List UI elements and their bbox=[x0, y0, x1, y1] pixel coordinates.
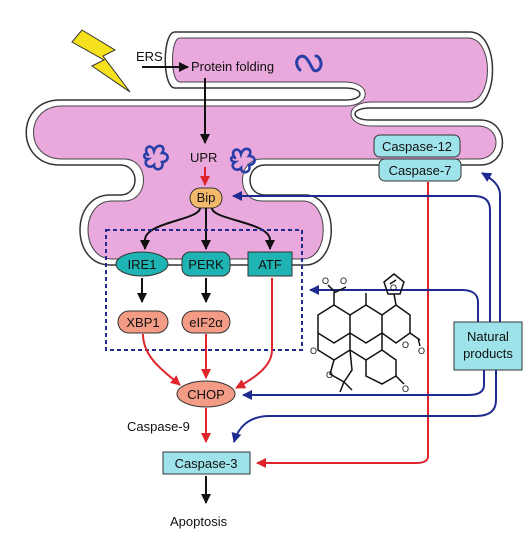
bip-to-atf-arrow bbox=[211, 207, 275, 250]
caspase7-to-caspase3-arrow bbox=[256, 182, 429, 468]
svg-text:O: O bbox=[418, 346, 425, 356]
protein-folding-label: Protein folding bbox=[191, 59, 274, 74]
perk-label: PERK bbox=[188, 257, 224, 272]
np-to-caspase7-arrow bbox=[481, 172, 501, 322]
svg-text:O: O bbox=[402, 340, 409, 350]
svg-text:O: O bbox=[340, 276, 347, 286]
bip-to-ire1-arrow bbox=[140, 207, 201, 250]
svg-text:O: O bbox=[326, 370, 333, 380]
svg-text:O: O bbox=[402, 384, 409, 394]
perk-node: PERK bbox=[181, 251, 231, 277]
xbp1-to-chop-arrow bbox=[142, 333, 181, 386]
xbp1-node: XBP1 bbox=[117, 310, 169, 334]
lightning-icon bbox=[71, 29, 131, 93]
misfolded-protein-icon bbox=[229, 147, 256, 174]
bip-node: Bip bbox=[189, 187, 223, 209]
chop-node: CHOP bbox=[176, 380, 236, 408]
natural-products-label-line1: Natural bbox=[467, 329, 509, 344]
caspase3-label: Caspase-3 bbox=[175, 456, 238, 471]
atf-to-chop-arrow bbox=[235, 278, 273, 389]
apoptosis-label: Apoptosis bbox=[170, 514, 228, 529]
pathway-dashed-box bbox=[105, 229, 303, 351]
np-to-caspase3-arrow bbox=[231, 370, 497, 443]
np-to-bip-arrow bbox=[232, 191, 491, 322]
ire1-node: IRE1 bbox=[115, 251, 169, 277]
caspase7-label: Caspase-7 bbox=[389, 163, 452, 178]
chop-label: CHOP bbox=[187, 387, 225, 402]
eif2a-label: eIF2α bbox=[189, 315, 223, 330]
np-to-chop-arrow bbox=[242, 370, 485, 400]
svg-text:O: O bbox=[322, 276, 329, 286]
np-to-pathway-box-arrow bbox=[309, 285, 479, 322]
bip-label: Bip bbox=[197, 190, 216, 205]
protein-squiggle-icon bbox=[295, 54, 323, 73]
endoplasmic-reticulum bbox=[25, 31, 504, 266]
svg-text:O: O bbox=[390, 283, 397, 293]
caspase7-node: Caspase-7 bbox=[378, 158, 462, 182]
misfolded-protein-icon bbox=[142, 144, 169, 171]
chemical-structure-atoms: O O O O O O O O bbox=[310, 276, 425, 394]
natural-products-label-line2: products bbox=[463, 346, 513, 361]
chemical-structure-image bbox=[317, 273, 421, 393]
caspase12-node: Caspase-12 bbox=[373, 134, 461, 158]
caspase12-label: Caspase-12 bbox=[382, 139, 452, 154]
caspase3-node: Caspase-3 bbox=[162, 451, 251, 475]
natural-products-node: Natural products bbox=[453, 321, 523, 371]
ers-label: ERS bbox=[136, 49, 163, 64]
svg-text:O: O bbox=[310, 346, 317, 356]
caspase9-label: Caspase-9 bbox=[127, 419, 190, 434]
upr-label: UPR bbox=[190, 150, 217, 165]
xbp1-label: XBP1 bbox=[126, 315, 159, 330]
eif2a-node: eIF2α bbox=[181, 310, 231, 334]
ire1-label: IRE1 bbox=[128, 257, 157, 272]
atf-node: ATF bbox=[247, 251, 293, 277]
atf-label: ATF bbox=[258, 257, 282, 272]
